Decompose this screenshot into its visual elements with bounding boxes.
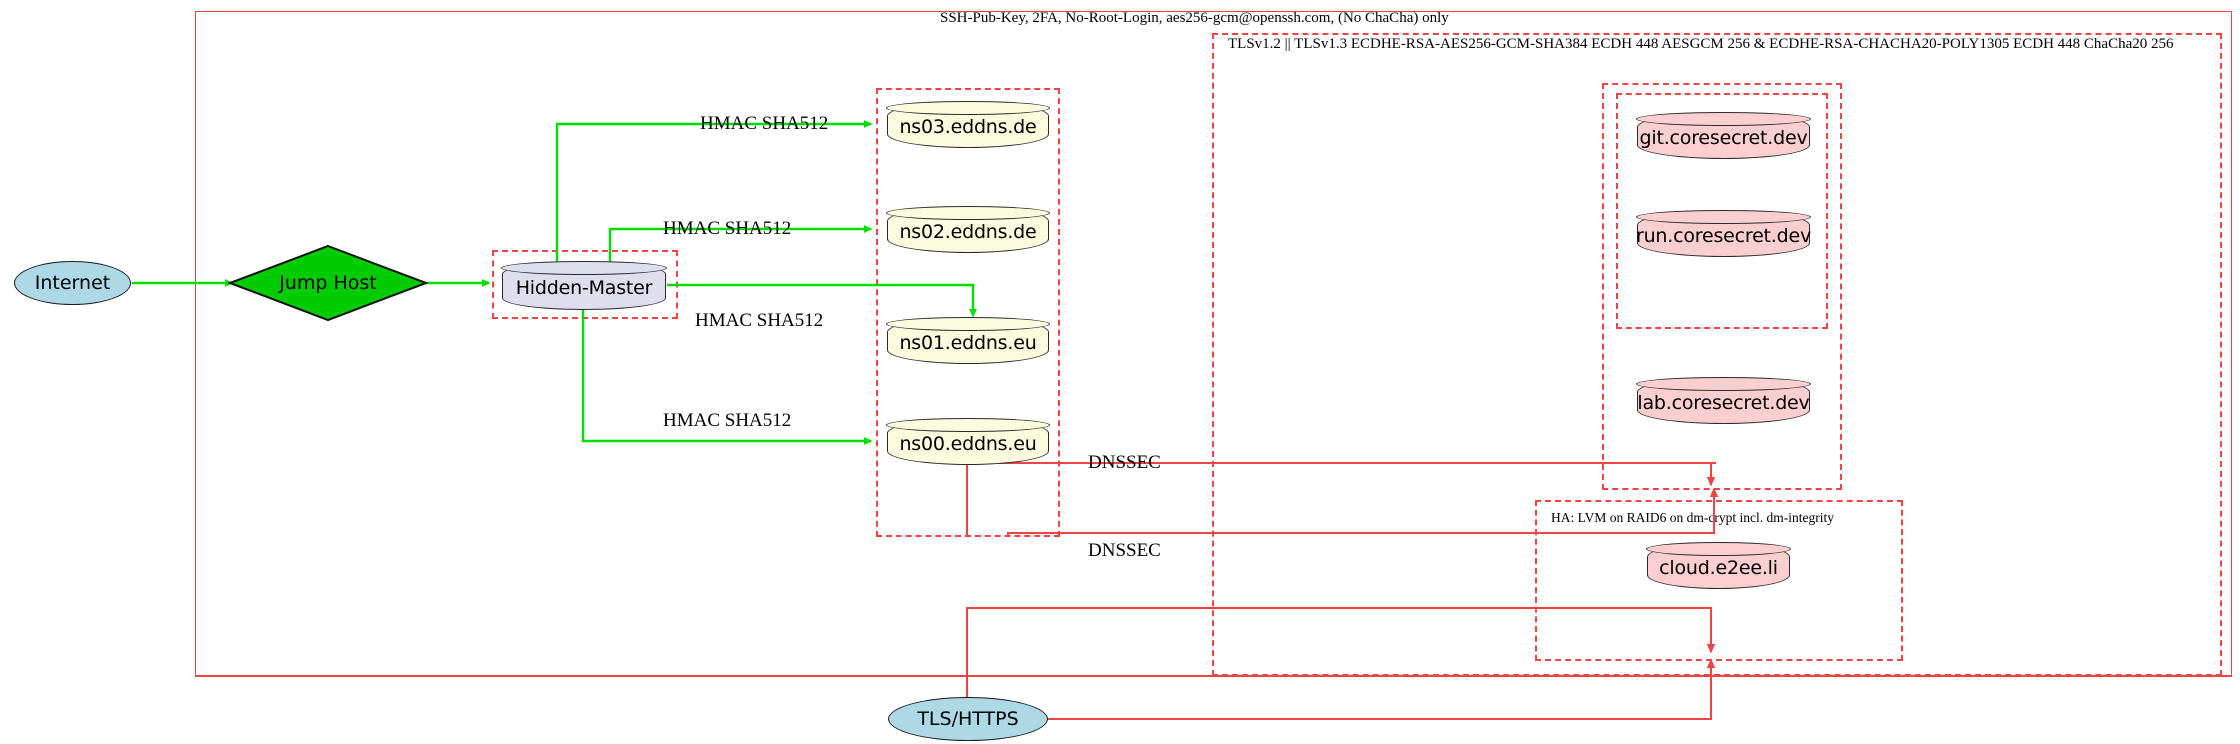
service-label: run.coresecret.dev bbox=[1635, 225, 1812, 247]
cloud-storage-node[interactable]: cloud.e2ee.li bbox=[1646, 542, 1791, 589]
service-run[interactable]: run.coresecret.dev bbox=[1635, 210, 1812, 257]
service-git[interactable]: git.coresecret.dev bbox=[1636, 112, 1811, 159]
edge-label-dnssec-2: DNSSEC bbox=[1088, 540, 1161, 561]
ha-storage-label: HA: LVM on RAID6 on dm-crypt incl. dm-in… bbox=[1551, 510, 1834, 525]
service-label: git.coresecret.dev bbox=[1639, 127, 1808, 149]
internet-node[interactable]: Internet bbox=[14, 261, 131, 305]
edge-label-hmac-ns03: HMAC SHA512 bbox=[700, 113, 829, 134]
hidden-master-node[interactable]: Hidden-Master bbox=[501, 261, 667, 310]
hidden-master-label: Hidden-Master bbox=[515, 277, 653, 299]
dns-server-ns00[interactable]: ns00.eddns.eu bbox=[886, 418, 1050, 465]
tls-policy-label: TLSv1.2 || TLSv1.3 ECDHE-RSA-AES256-GCM-… bbox=[1228, 36, 2174, 52]
dns-server-label: ns03.eddns.de bbox=[899, 116, 1037, 138]
dns-server-ns03[interactable]: ns03.eddns.de bbox=[886, 101, 1050, 148]
ssh-policy-label: SSH-Pub-Key, 2FA, No-Root-Login, aes256-… bbox=[940, 10, 1449, 26]
internet-label: Internet bbox=[34, 272, 111, 294]
services-inner-boundary bbox=[1616, 93, 1828, 329]
dns-server-label: ns01.eddns.eu bbox=[899, 332, 1037, 354]
tls-https-node[interactable]: TLS/HTTPS bbox=[888, 697, 1048, 741]
service-label: lab.coresecret.dev bbox=[1637, 392, 1810, 414]
edge-label-hmac-ns02: HMAC SHA512 bbox=[663, 218, 792, 239]
jump-host-node[interactable]: Jump Host bbox=[227, 244, 429, 322]
cloud-storage-label: cloud.e2ee.li bbox=[1659, 557, 1778, 579]
dns-server-ns02[interactable]: ns02.eddns.de bbox=[886, 206, 1050, 253]
ha-storage-boundary bbox=[1535, 500, 1903, 661]
edge-label-hmac-ns01: HMAC SHA512 bbox=[695, 310, 824, 331]
dns-server-ns01[interactable]: ns01.eddns.eu bbox=[886, 317, 1050, 364]
edge-label-hmac-ns00: HMAC SHA512 bbox=[663, 410, 792, 431]
services-outer-boundary bbox=[1602, 83, 1842, 490]
edge-label-dnssec-1: DNSSEC bbox=[1088, 452, 1161, 473]
dns-server-label: ns02.eddns.de bbox=[899, 221, 1037, 243]
tls-https-label: TLS/HTTPS bbox=[917, 708, 1019, 730]
service-lab[interactable]: lab.coresecret.dev bbox=[1636, 377, 1811, 424]
dns-server-label: ns00.eddns.eu bbox=[899, 433, 1037, 455]
